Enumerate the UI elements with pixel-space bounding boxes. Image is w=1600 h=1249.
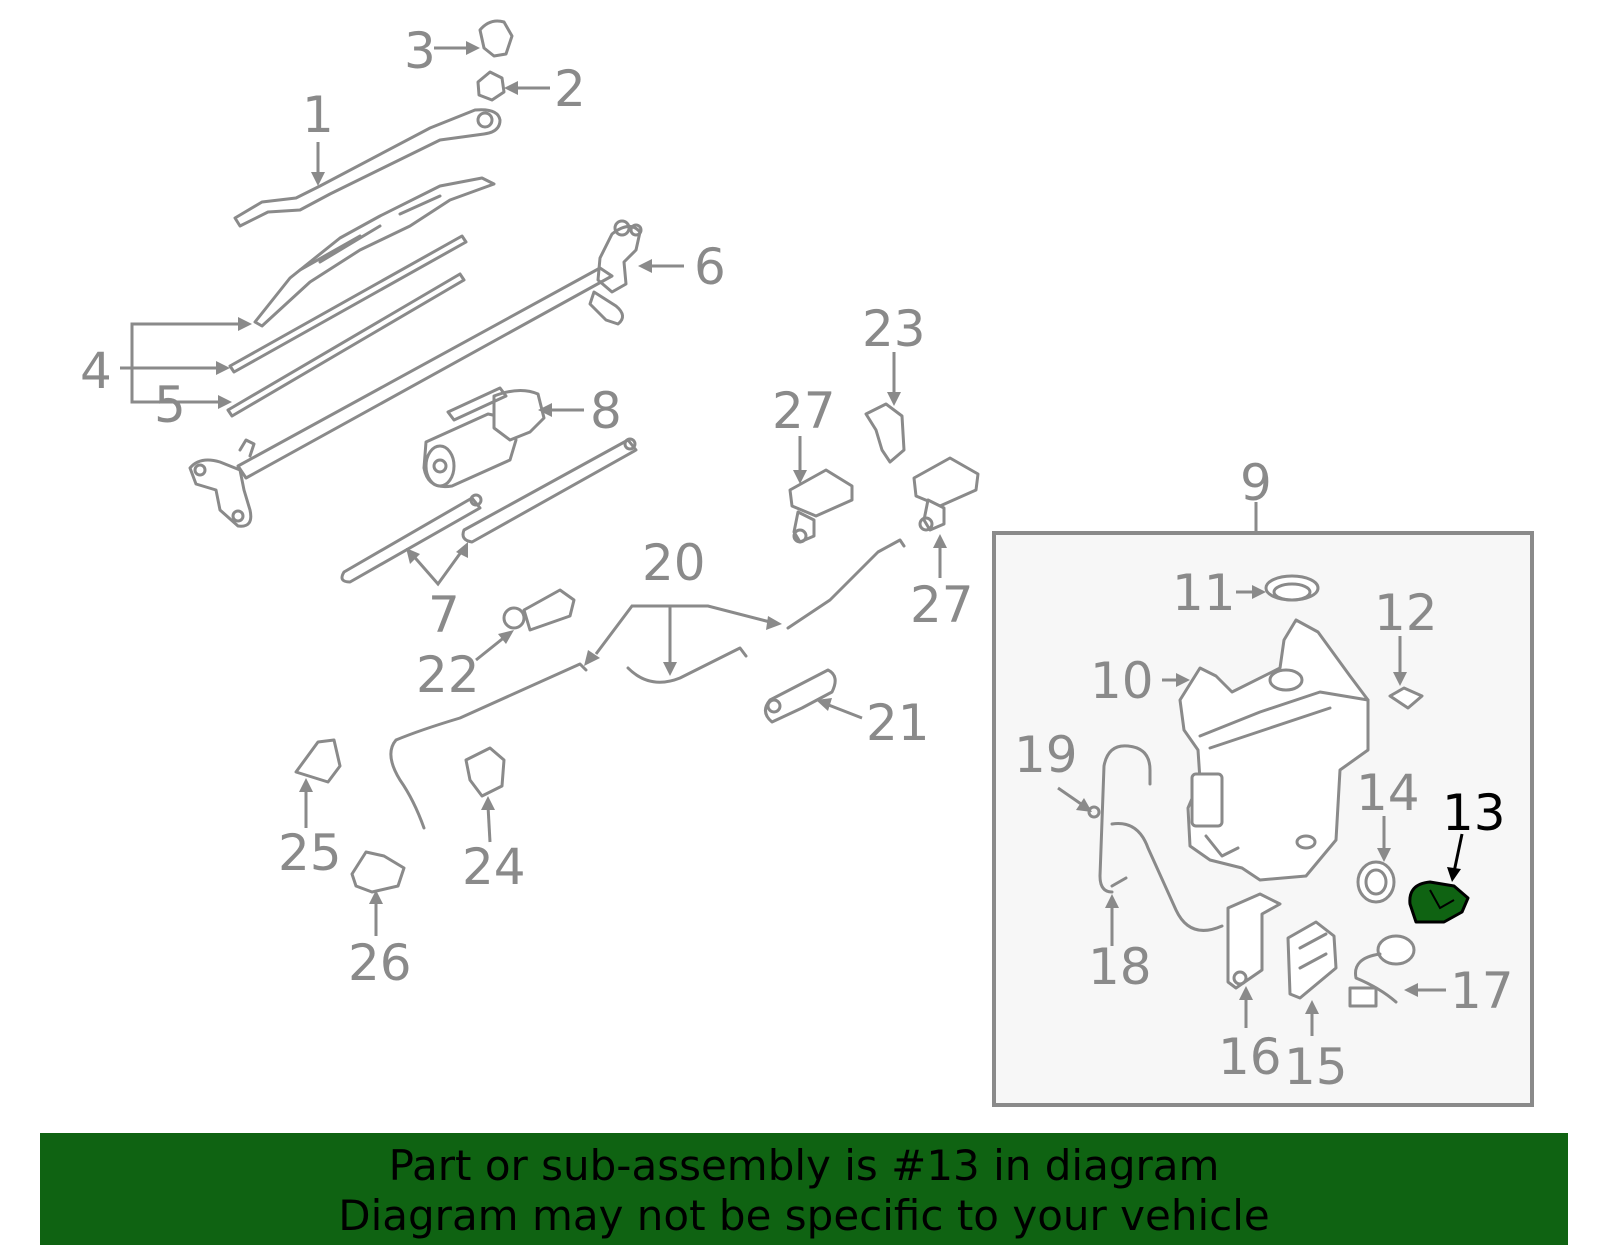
callout-6: 6 — [694, 238, 726, 296]
part-27-nozzle-right — [912, 456, 980, 532]
callout-26: 26 — [348, 934, 412, 992]
part-16-bracket — [1226, 892, 1282, 990]
callout-14: 14 — [1356, 764, 1420, 822]
callout-13: 13 — [1442, 784, 1506, 842]
part-26-clip — [350, 850, 406, 894]
parts-diagram: 1 2 3 4 5 6 7 8 9 10 11 12 13 14 15 16 1… — [80, 19, 1534, 1107]
callout-2: 2 — [554, 60, 586, 118]
part-3-cap — [478, 19, 514, 58]
callout-12: 12 — [1374, 584, 1438, 642]
callout-labels: 1 2 3 4 5 6 7 8 9 10 11 12 13 14 15 16 1… — [80, 22, 1514, 1096]
part-22-connector — [502, 588, 576, 632]
callout-16: 16 — [1218, 1028, 1282, 1086]
callout-20: 20 — [642, 534, 706, 592]
callout-18: 18 — [1088, 938, 1152, 996]
callout-3: 3 — [404, 22, 436, 80]
callout-23: 23 — [862, 300, 926, 358]
callout-27-right: 27 — [910, 576, 974, 634]
callout-4: 4 — [80, 342, 112, 400]
part-8-wiper-motor — [422, 386, 546, 489]
part-20-washer-hose — [389, 538, 906, 830]
callout-8: 8 — [590, 382, 622, 440]
callout-10: 10 — [1090, 652, 1154, 710]
part-2-nut — [476, 70, 506, 102]
part-19-clip — [1087, 805, 1101, 819]
part-12-pad — [1388, 686, 1424, 710]
callout-9: 9 — [1240, 454, 1272, 512]
part-21-check-valve — [764, 668, 837, 724]
callout-24: 24 — [462, 838, 526, 896]
callout-22: 22 — [416, 646, 480, 704]
callout-21: 21 — [866, 694, 930, 752]
part-info-banner: Part or sub-assembly is #13 in diagram D… — [40, 1133, 1568, 1245]
callout-25: 25 — [278, 824, 342, 882]
banner-line-1: Part or sub-assembly is #13 in diagram — [388, 1141, 1220, 1190]
part-6-wiper-linkage — [188, 219, 643, 528]
part-23-nozzle-bracket — [864, 402, 906, 464]
part-13-highlighted — [1408, 880, 1470, 924]
part-5-blade-insert — [226, 272, 466, 418]
callout-5: 5 — [154, 376, 186, 434]
part-27-nozzle-left — [788, 468, 854, 544]
part-17-sensor — [1348, 934, 1416, 1008]
part-11-seal-ring — [1264, 574, 1320, 602]
callout-15: 15 — [1284, 1038, 1348, 1096]
callout-19: 19 — [1014, 726, 1078, 784]
callout-11: 11 — [1172, 564, 1236, 622]
part-18-hose — [1098, 744, 1224, 932]
banner-line-2: Diagram may not be specific to your vehi… — [338, 1191, 1270, 1240]
part-25-cap — [294, 738, 342, 784]
part-24-clip — [464, 746, 506, 798]
part-14-grommet — [1356, 860, 1396, 904]
callout-17: 17 — [1450, 962, 1514, 1020]
leader-lines — [120, 41, 1464, 1036]
part-10-washer-reservoir — [1178, 618, 1370, 882]
callout-27-left: 27 — [772, 382, 836, 440]
part-7-drive-rods — [340, 437, 638, 584]
part-1-wiper-arm — [233, 108, 502, 228]
part-4-wiper-blade — [228, 176, 496, 374]
callout-1: 1 — [302, 86, 334, 144]
part-15-module — [1286, 920, 1338, 1000]
callout-7: 7 — [428, 586, 460, 644]
